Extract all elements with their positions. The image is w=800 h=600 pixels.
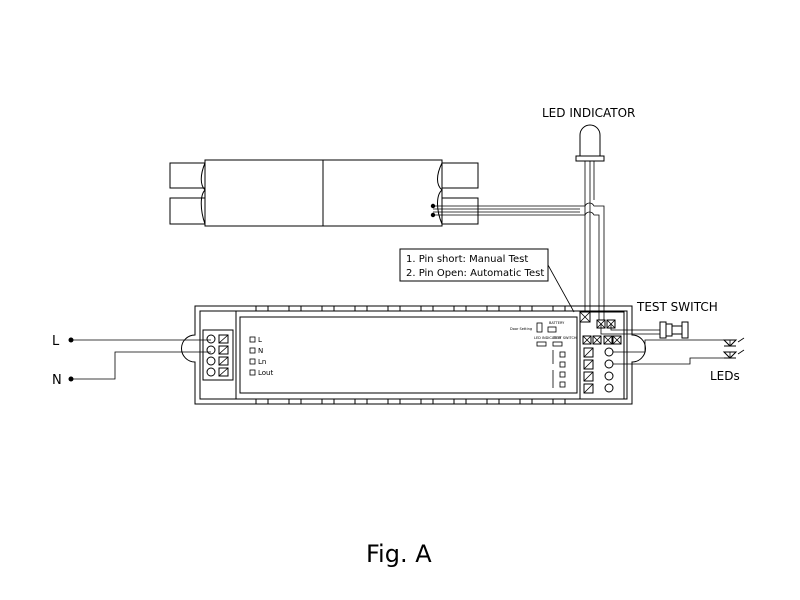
line-n-label: N <box>52 373 62 388</box>
mains-input <box>68 337 211 382</box>
driver-housing <box>181 305 646 405</box>
driver-right-markings <box>536 322 566 388</box>
led-indicator-small-label: LED INDICATOR <box>534 336 562 340</box>
test-switch <box>600 321 689 339</box>
door-setting-label: Door Setting <box>510 327 532 331</box>
note-line-2: 2. Pin Open: Automatic Test <box>406 268 544 279</box>
input-terminal-block <box>202 329 234 381</box>
output-terminal-block <box>579 311 625 400</box>
terminal-label-l: L <box>258 336 262 344</box>
note-line-1: 1. Pin short: Manual Test <box>406 254 528 265</box>
led-indicator <box>575 124 605 312</box>
led-indicator-label: LED INDICATOR <box>542 106 635 120</box>
leds-label: LEDs <box>710 369 740 383</box>
input-terminal-labels <box>249 336 256 376</box>
line-l-label: L <box>52 334 60 349</box>
terminal-label-ln: Ln <box>258 358 266 366</box>
terminal-label-n: N <box>258 347 263 355</box>
figure-caption: Fig. A <box>366 540 432 568</box>
battery-label: BATTERY <box>549 321 565 325</box>
battery-pack <box>169 159 479 227</box>
test-switch-small-label: TEST SWITCH <box>552 336 577 340</box>
terminal-label-lout: Lout <box>258 369 273 377</box>
test-switch-label: TEST SWITCH <box>636 300 718 314</box>
led-output <box>613 337 745 365</box>
note-box <box>399 248 575 313</box>
